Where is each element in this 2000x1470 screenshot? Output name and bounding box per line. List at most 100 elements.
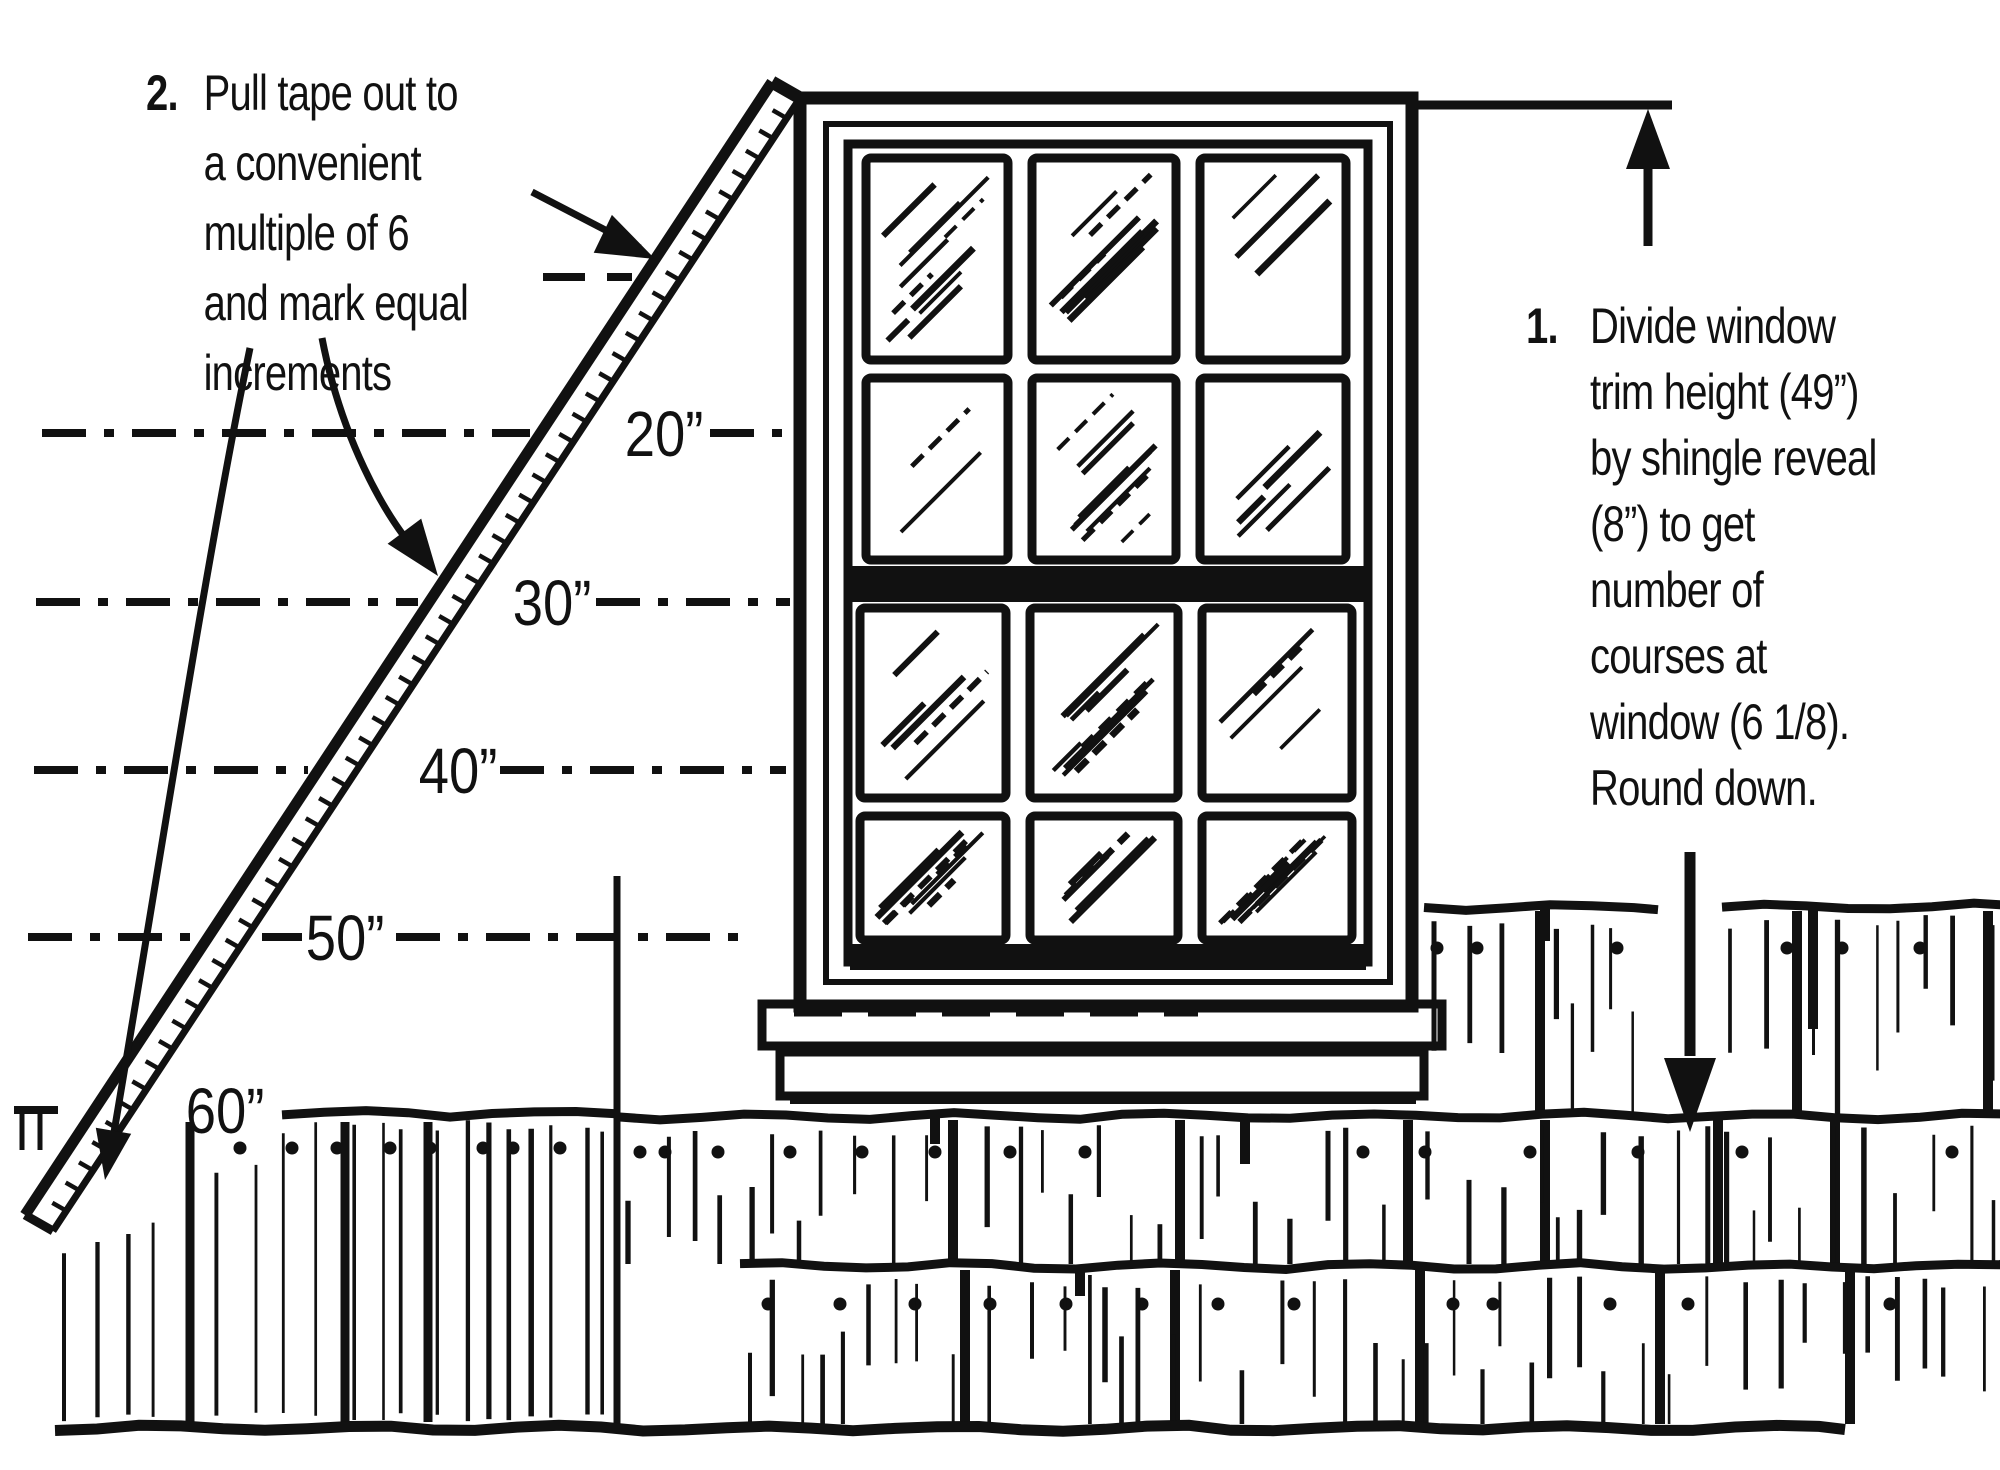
course-mid <box>617 1107 2000 1264</box>
tape-tick <box>731 168 748 181</box>
glass-reflection-line <box>1061 853 1110 902</box>
tape-tick <box>571 411 588 424</box>
window-check-rail <box>850 566 1366 602</box>
step-2-number: 2. <box>146 65 179 121</box>
nail-dot <box>233 1141 247 1155</box>
tape-tick <box>758 128 775 141</box>
glass-reflection-line <box>1234 173 1321 259</box>
nail-dot <box>1945 1145 1959 1159</box>
tape-tick <box>51 1200 68 1213</box>
nail-dot <box>1603 1297 1617 1311</box>
step-2-line: and mark equal <box>203 275 469 331</box>
glass-reflection-line <box>1265 465 1332 532</box>
nail-dot <box>1681 1297 1695 1311</box>
glass-reflection-line <box>1051 741 1083 773</box>
glass-reflection-line <box>1279 708 1322 751</box>
tape-tick <box>691 229 708 242</box>
arrow-to-tape-end-stem <box>106 347 254 1157</box>
step-1-line: window (6 1/8). <box>1590 694 1850 750</box>
step-1-line: Round down. <box>1590 760 1818 816</box>
nail-dot <box>1735 1145 1749 1159</box>
glass-reflection-line <box>926 877 957 908</box>
glass-reflection-line <box>1070 189 1118 238</box>
glass-reflection-line <box>1080 473 1150 543</box>
tape-tick <box>224 937 241 950</box>
window-outer-casing <box>793 91 1419 1013</box>
nail-dot <box>553 1141 567 1155</box>
tape-tick <box>598 371 615 384</box>
tape-tick <box>304 816 321 829</box>
nail-dot <box>1523 1145 1537 1159</box>
glass-reflection-line <box>943 197 985 239</box>
wall-bottom-line <box>54 1419 1846 1437</box>
glass-reflection-line <box>1221 832 1313 924</box>
tape-tick <box>277 856 295 869</box>
tape-tick <box>237 917 255 930</box>
tape-tick <box>64 1180 81 1193</box>
glass-reflection-line <box>1073 707 1140 774</box>
tape-tick <box>411 654 428 667</box>
step-1-line: trim height (49”) <box>1590 364 1860 420</box>
window-bottom-rail <box>850 944 1366 970</box>
measurement-label: 40” <box>419 735 498 807</box>
tape-tick <box>438 614 455 626</box>
tape-tick <box>398 674 415 687</box>
measurement-labels: 20”30”40”50”60” <box>186 398 704 1147</box>
glass-reflection-line <box>1251 835 1327 910</box>
glass-reflection-line <box>1076 409 1135 468</box>
round-down-arrow-head <box>1664 1058 1716 1132</box>
step-1-number: 1. <box>1526 298 1559 354</box>
left-shingle-band <box>62 1106 617 1422</box>
arrow-to-tape-end-head <box>95 1127 132 1180</box>
tape-tick <box>531 472 548 485</box>
glass-reflection-line <box>910 831 985 906</box>
tape-tick <box>651 290 668 303</box>
glass-reflection-line <box>1066 244 1146 323</box>
tape-tick <box>624 330 642 343</box>
glass-reflection-line <box>1061 690 1149 777</box>
glass-reflection-line <box>1218 627 1315 724</box>
pointer-arrows <box>95 188 655 1180</box>
tape-tick <box>771 108 788 121</box>
glass-reflection-line <box>910 407 971 469</box>
glass-reflection-line <box>1231 173 1278 220</box>
nail-dot <box>1470 941 1484 955</box>
glass-reflection-line <box>892 629 940 678</box>
tape-tick <box>518 492 535 505</box>
shingle-butt-line <box>281 1106 617 1122</box>
tape-tick <box>491 533 508 546</box>
upper-sash-pane <box>861 153 1013 365</box>
measurement-label: 60” <box>186 1075 265 1147</box>
step-2-line: increments <box>203 345 392 401</box>
nail-dot <box>1913 941 1927 955</box>
tape-tick <box>744 148 762 161</box>
glass-reflection-line <box>1069 449 1153 532</box>
shingle-butt-line <box>617 1107 2000 1125</box>
arrow-to-tape-mid-head <box>387 518 438 576</box>
nail-dot <box>908 1297 922 1311</box>
nail-dot <box>633 1145 647 1159</box>
window <box>757 91 1447 1104</box>
nail-dot <box>1078 1145 1092 1159</box>
window-inner-casing <box>823 121 1393 985</box>
glass-reflection-line <box>1254 198 1333 277</box>
glass-reflection-line <box>878 847 940 910</box>
glass-reflection-line <box>1235 444 1291 501</box>
glass-reflection-line <box>908 856 967 915</box>
nail-dot <box>285 1141 299 1155</box>
glass-reflection-line <box>1048 215 1141 308</box>
glass-reflection-line <box>1120 512 1151 544</box>
tape-tick <box>371 715 388 728</box>
step-2-line: multiple of 6 <box>203 205 410 261</box>
course-bottom <box>739 1258 2000 1424</box>
tape-tick <box>291 836 308 849</box>
tape-tick <box>558 431 575 444</box>
glass-reflection-line <box>1067 850 1104 887</box>
glass-reflection-line <box>1251 639 1309 697</box>
window-sill <box>757 999 1447 1051</box>
arrow-to-tape-upper-head <box>593 214 655 259</box>
shingle-butt-line <box>739 1258 2000 1275</box>
